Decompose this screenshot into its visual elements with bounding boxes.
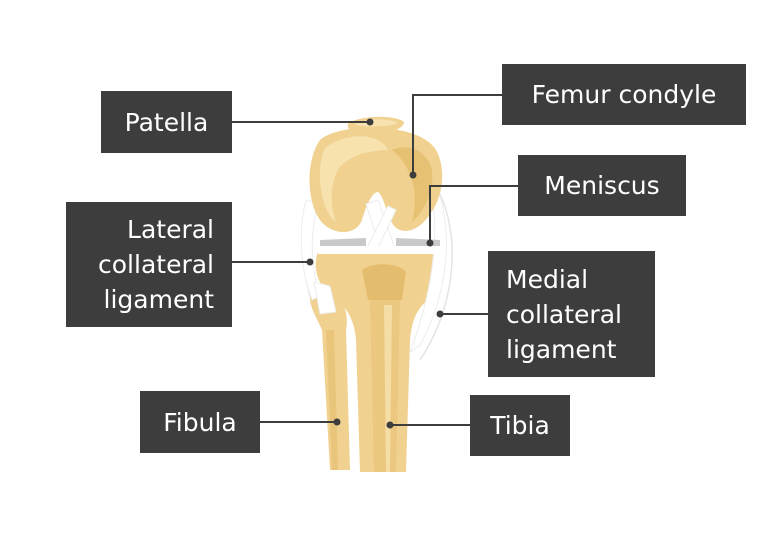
medial-ligament-shape xyxy=(408,189,447,354)
dot-patella xyxy=(366,118,374,126)
label-fibula: Fibula xyxy=(140,391,260,453)
leader-meniscus xyxy=(429,185,518,243)
label-medial-collateral-ligament-text: Medial collateral ligament xyxy=(506,264,622,364)
label-patella: Patella xyxy=(101,91,232,153)
leader-femur-condyle xyxy=(412,94,502,175)
dot-femur-condyle xyxy=(409,171,417,179)
label-meniscus: Meniscus xyxy=(518,155,686,216)
label-lateral-collateral-ligament-text: Lateral collateral ligament xyxy=(98,215,214,314)
label-tibia: Tibia xyxy=(470,395,570,456)
label-lateral-collateral-ligament: Lateral collateral ligament xyxy=(66,202,232,327)
dot-fibula xyxy=(333,418,341,426)
leader-lines xyxy=(232,94,518,426)
label-femur-condyle: Femur condyle xyxy=(502,64,746,125)
dot-lateral-ligament xyxy=(306,258,314,266)
lateral-ligament-shape xyxy=(300,199,337,315)
label-patella-text: Patella xyxy=(124,107,209,137)
fibula-bone xyxy=(309,288,350,470)
label-medial-collateral-ligament: Medial collateral ligament xyxy=(488,251,655,377)
label-meniscus-text: Meniscus xyxy=(544,171,660,200)
tibia-bone xyxy=(315,252,445,472)
dot-tibia xyxy=(386,421,394,429)
dot-meniscus xyxy=(426,239,434,247)
label-tibia-text: Tibia xyxy=(490,411,550,440)
dot-medial-ligament xyxy=(436,310,444,318)
cruciate-ligaments xyxy=(365,199,397,249)
label-fibula-text: Fibula xyxy=(163,407,237,437)
label-femur-condyle-text: Femur condyle xyxy=(531,80,717,109)
leader-dots xyxy=(306,118,444,429)
femur-bone xyxy=(309,127,443,232)
